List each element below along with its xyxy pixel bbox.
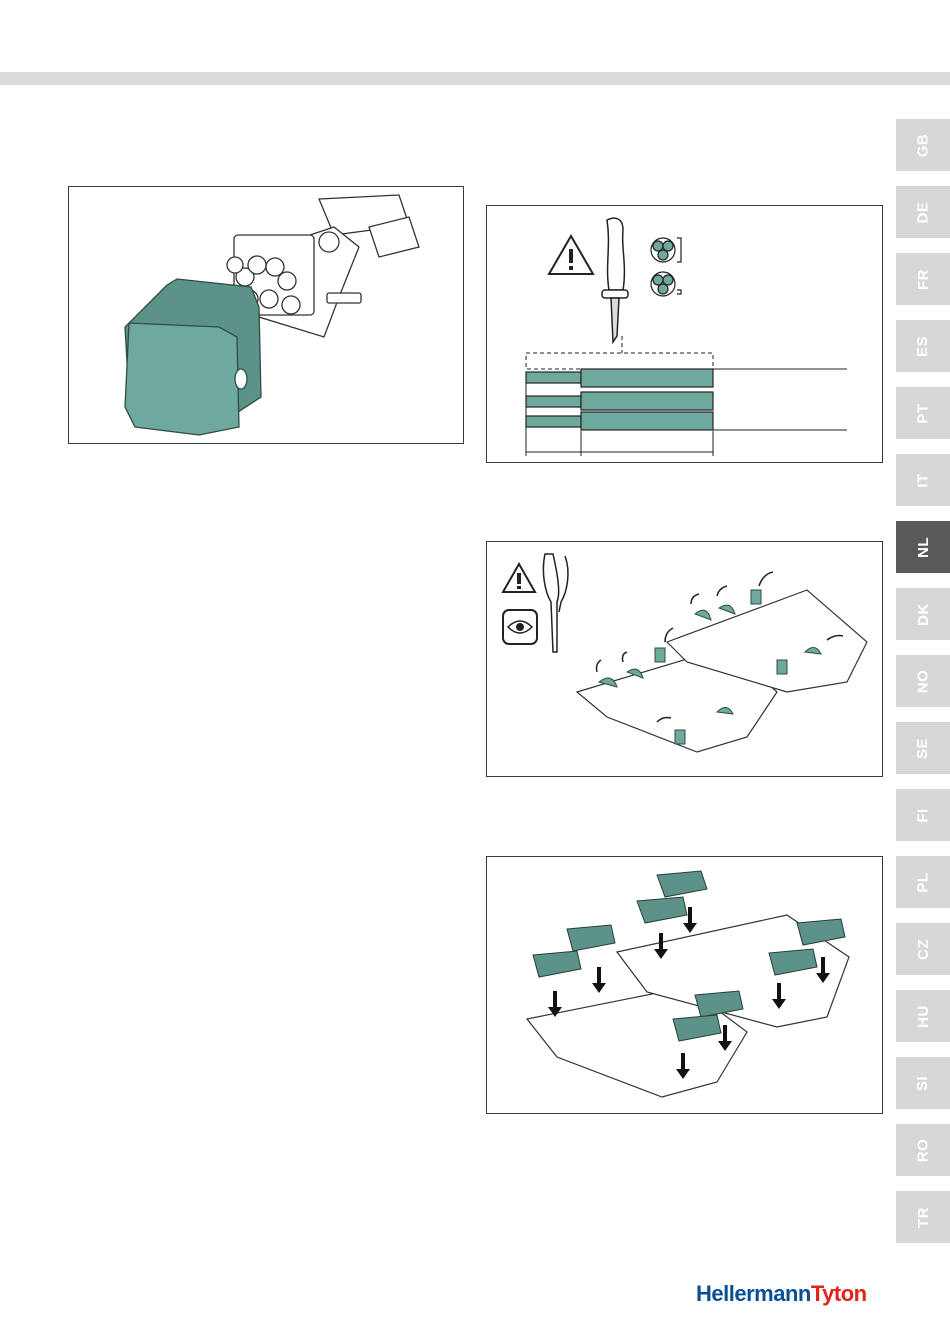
tab-language-cz[interactable]: CZ (896, 923, 950, 975)
tab-language-label: RO (915, 1138, 932, 1162)
warning-icon (549, 236, 593, 274)
tab-language-si[interactable]: SI (896, 1057, 950, 1109)
tab-language-ro[interactable]: RO (896, 1124, 950, 1176)
brand-logo-part2: Tyton (811, 1281, 867, 1306)
tab-language-hu[interactable]: HU (896, 990, 950, 1042)
tab-language-no[interactable]: NO (896, 655, 950, 707)
tab-language-pt[interactable]: PT (896, 387, 950, 439)
tab-language-label: DK (914, 603, 931, 626)
tab-language-label: HU (914, 1005, 931, 1028)
insert-parts-illustration (487, 857, 884, 1115)
tab-language-dk[interactable]: DK (896, 588, 950, 640)
tab-language-label: PT (914, 403, 931, 423)
brand-logo: HellermannTyton (696, 1281, 867, 1307)
tab-language-label: IT (915, 473, 932, 487)
figure-insert-parts (486, 856, 883, 1114)
tab-language-label: TR (915, 1207, 932, 1228)
tab-language-fr[interactable]: FR (896, 253, 950, 305)
tab-language-es[interactable]: ES (896, 320, 950, 372)
knife-icon (602, 218, 628, 342)
tab-language-label: ES (914, 335, 931, 356)
figure-open-shells (486, 541, 883, 777)
tab-language-label: NO (915, 669, 932, 693)
figure-connector-cap (68, 186, 464, 444)
tab-language-tr[interactable]: TR (896, 1191, 950, 1243)
open-shells-illustration (487, 542, 884, 778)
stripping-illustration (487, 206, 884, 464)
tab-language-label: NL (915, 537, 932, 558)
connector-cap-illustration (69, 187, 465, 445)
tab-language-label: FR (915, 269, 932, 290)
top-divider-bar (0, 72, 950, 85)
cable-cross-section-icon (651, 238, 681, 296)
tab-language-pl[interactable]: PL (896, 856, 950, 908)
tab-language-it[interactable]: IT (896, 454, 950, 506)
tab-language-label: SI (915, 1075, 932, 1090)
tab-language-nl[interactable]: NL (896, 521, 950, 573)
tab-language-fi[interactable]: FI (896, 789, 950, 841)
tab-language-label: DE (915, 201, 932, 223)
eye-icon (503, 610, 537, 644)
tab-language-gb[interactable]: GB (896, 119, 950, 171)
tab-language-se[interactable]: SE (896, 722, 950, 774)
tab-language-label: GB (915, 133, 932, 157)
tab-language-label: CZ (915, 939, 932, 960)
tab-language-de[interactable]: DE (896, 186, 950, 238)
brand-logo-part1: Hellermann (696, 1281, 811, 1306)
tab-language-label: PL (914, 872, 931, 892)
figure-cable-stripping (486, 205, 883, 463)
pliers-icon (543, 554, 568, 652)
tab-language-label: FI (915, 808, 932, 822)
warning-icon (503, 564, 535, 592)
tab-language-label: SE (914, 737, 931, 758)
